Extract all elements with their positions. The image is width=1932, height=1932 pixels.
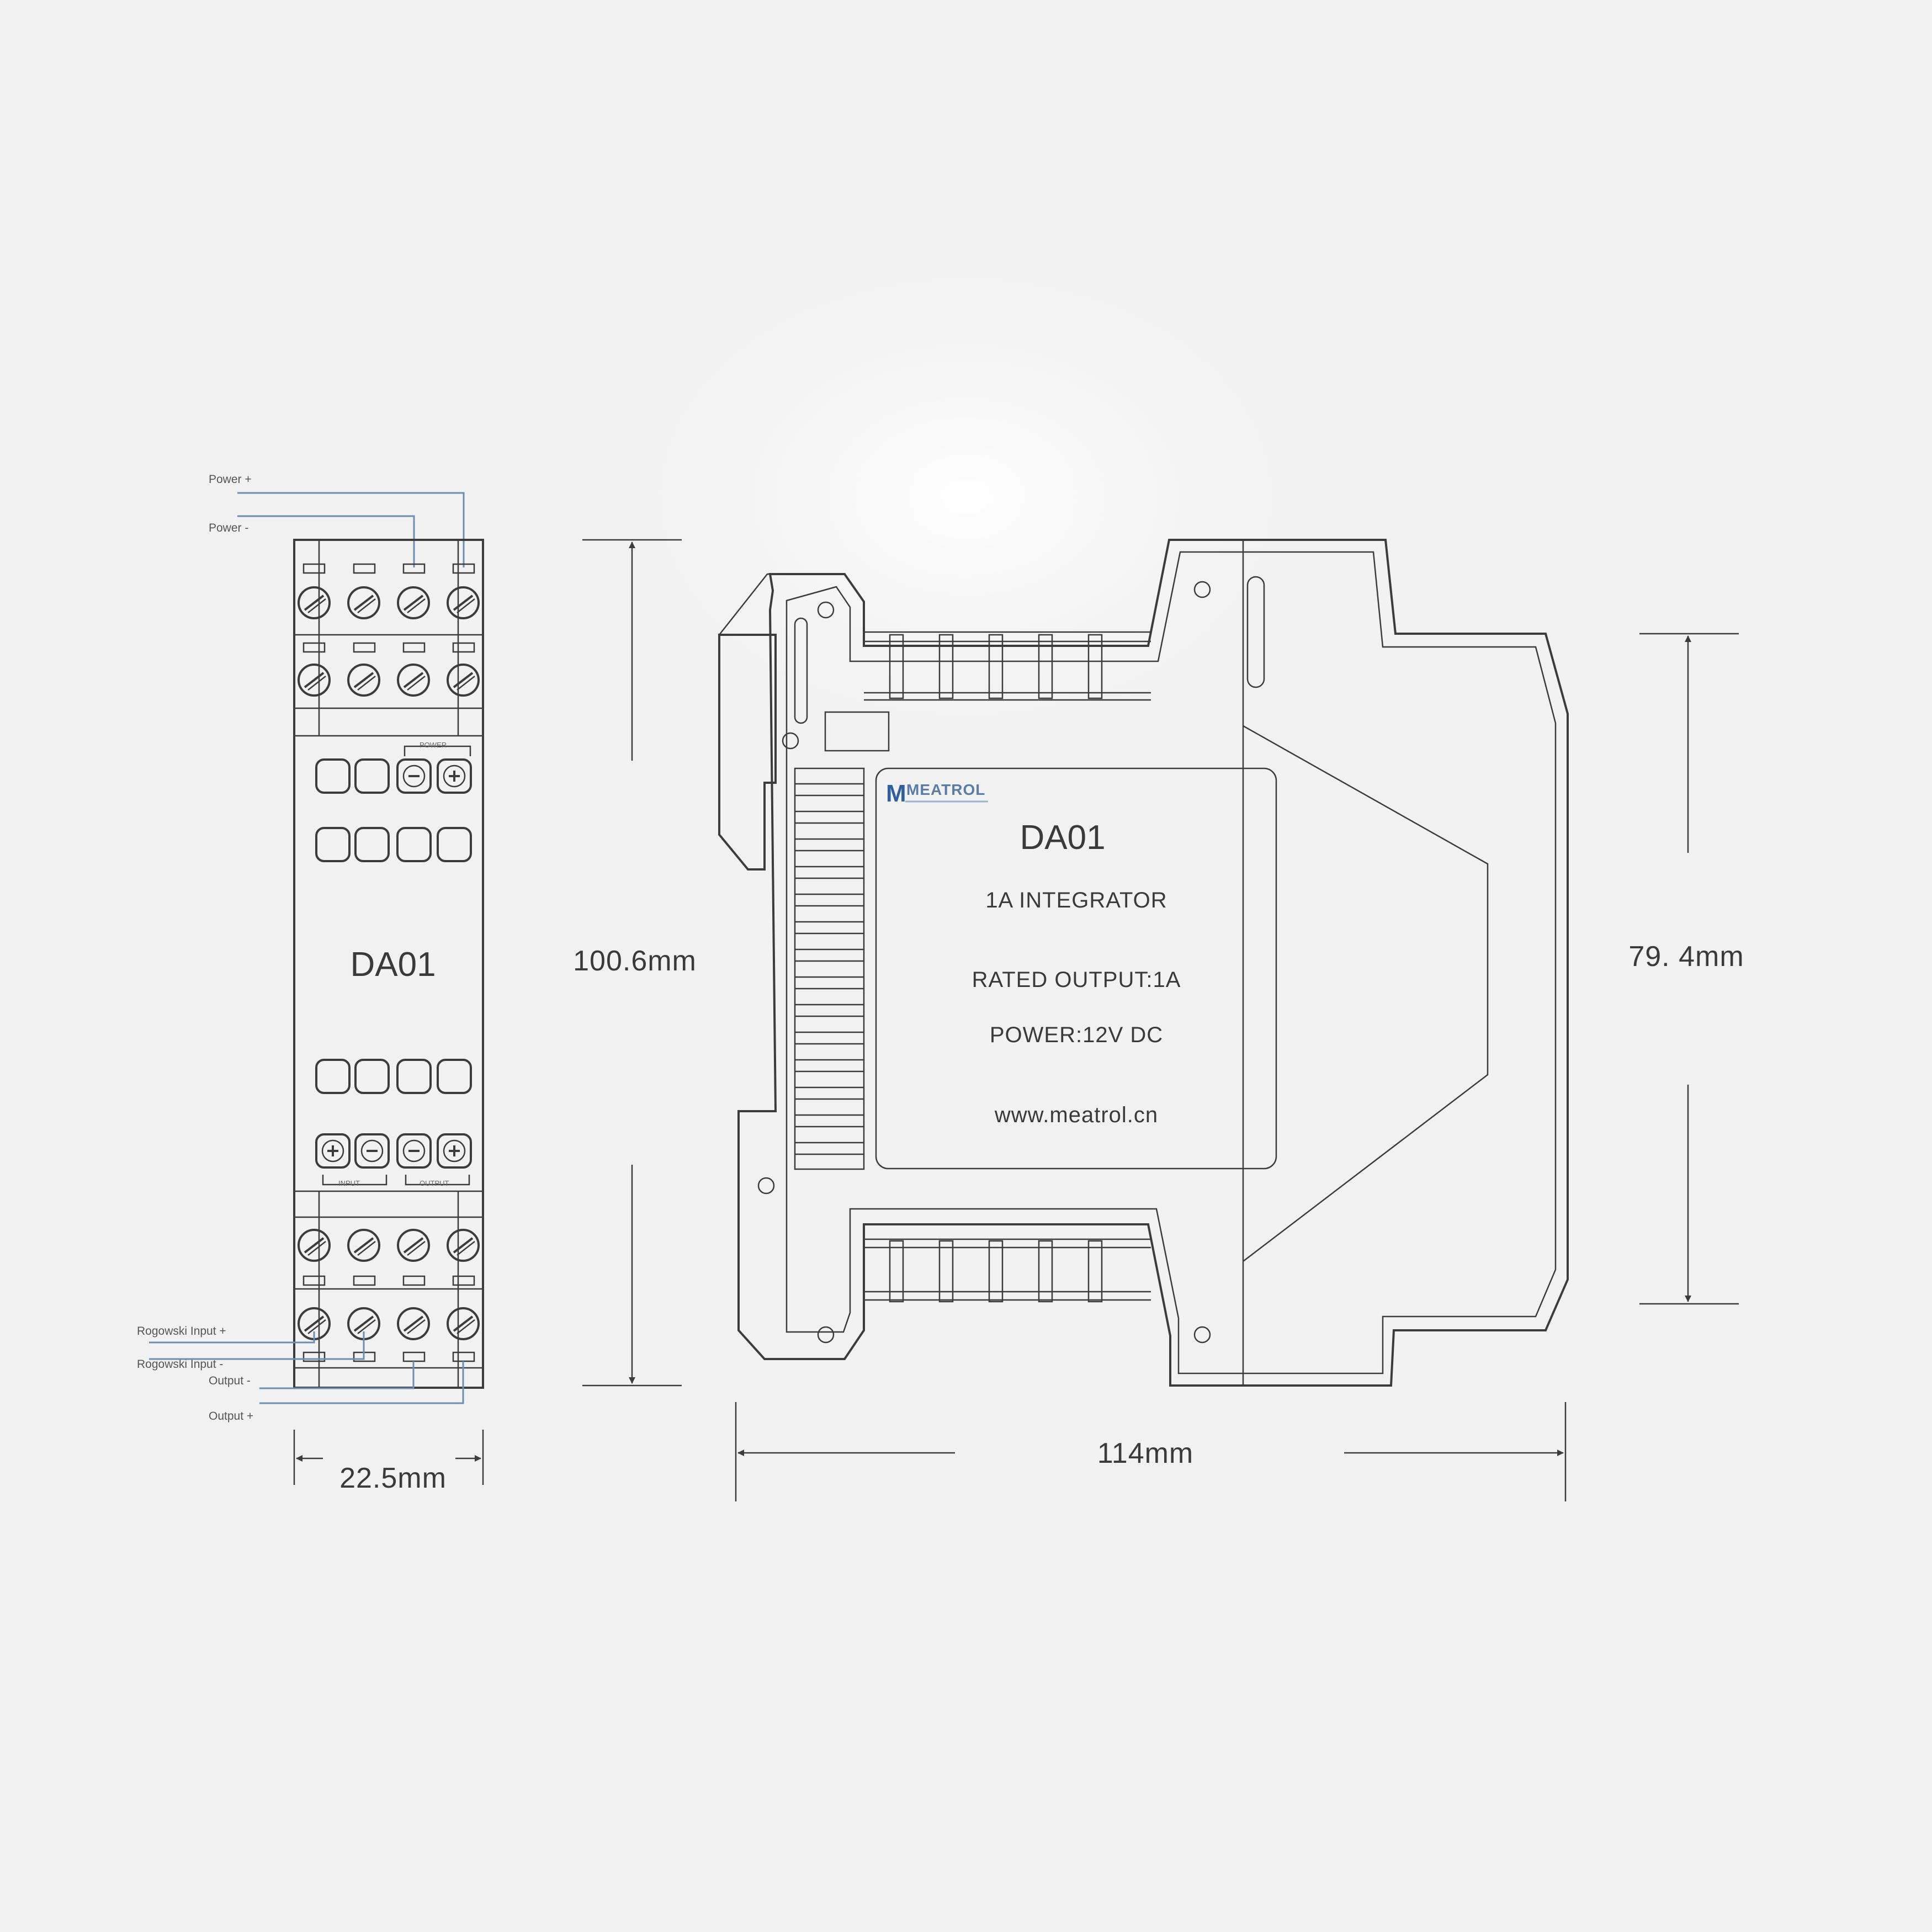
- side-width-dimension: 114mm: [735, 1402, 1567, 1501]
- rated-output: RATED OUTPUT:1A: [972, 968, 1181, 992]
- wire-label-output-plus: Output +: [209, 1410, 253, 1423]
- wire-label-rogowski-minus: Rogowski Input -: [137, 1358, 223, 1371]
- top-screws-row2: [298, 664, 480, 697]
- top-slots-row1: [302, 563, 475, 574]
- bottom-screws-row1: [298, 1229, 480, 1262]
- front-width-dimension: 22.5mm: [293, 1430, 484, 1494]
- brand-name: MEATROL: [906, 781, 985, 798]
- depth-dimension: 79. 4mm: [1628, 633, 1744, 1305]
- bottom-slots-row2: [302, 1351, 475, 1362]
- height-dimension-label: 100.6mm: [573, 945, 697, 977]
- wire-label-power-minus: Power -: [209, 522, 248, 534]
- bottom-screws-row2: [298, 1307, 480, 1340]
- bottom-wires: Rogowski Input + Rogowski Input - Output…: [137, 1325, 464, 1423]
- upper-terminals-row1: [315, 758, 472, 794]
- din-clip: [718, 634, 777, 871]
- input-group-label: INPUT: [338, 1179, 360, 1187]
- product-description: 1A INTEGRATOR: [985, 888, 1167, 912]
- wire-label-power-plus: Power +: [209, 473, 252, 486]
- top-terminal-fins: [864, 631, 1151, 701]
- side-width-label: 114mm: [1097, 1437, 1194, 1469]
- upper-terminals-row2: [315, 827, 472, 862]
- side-model-label: DA01: [1020, 819, 1105, 857]
- front-width-label: 22.5mm: [339, 1462, 447, 1494]
- vent-ribs: [794, 767, 865, 1170]
- label-plate: [875, 767, 1277, 1170]
- power-spec: POWER:12V DC: [990, 1023, 1163, 1047]
- wire-label-output-minus: Output -: [209, 1374, 251, 1387]
- brand-logo: M MEATROL: [886, 780, 988, 807]
- bottom-slots-row1: [302, 1275, 475, 1286]
- wire-label-rogowski-plus: Rogowski Input +: [137, 1325, 226, 1337]
- front-model-label: DA01: [350, 946, 436, 984]
- output-group-label: OUTPUT: [420, 1179, 449, 1187]
- side-housing: [737, 539, 1569, 1387]
- side-view: M MEATROL DA01 1A INTEGRATOR RATED OUTPU…: [718, 539, 1569, 1387]
- top-slots-row2: [302, 642, 475, 653]
- height-dimension: 100.6mm: [573, 539, 697, 1387]
- lower-terminals-row1: [315, 1059, 472, 1094]
- background-glow: [580, 221, 1352, 773]
- power-group-label: POWER: [420, 741, 447, 749]
- depth-dimension-label: 79. 4mm: [1628, 941, 1744, 973]
- front-view: Power + Power -: [137, 473, 484, 1494]
- website-url: www.meatrol.cn: [994, 1103, 1158, 1127]
- top-wires: Power + Power -: [209, 473, 465, 567]
- brand-logo-letter: M: [886, 780, 906, 807]
- top-screws-row1: [298, 586, 480, 619]
- lower-terminals-row2: [315, 1133, 472, 1169]
- bottom-terminal-fins: [864, 1238, 1151, 1303]
